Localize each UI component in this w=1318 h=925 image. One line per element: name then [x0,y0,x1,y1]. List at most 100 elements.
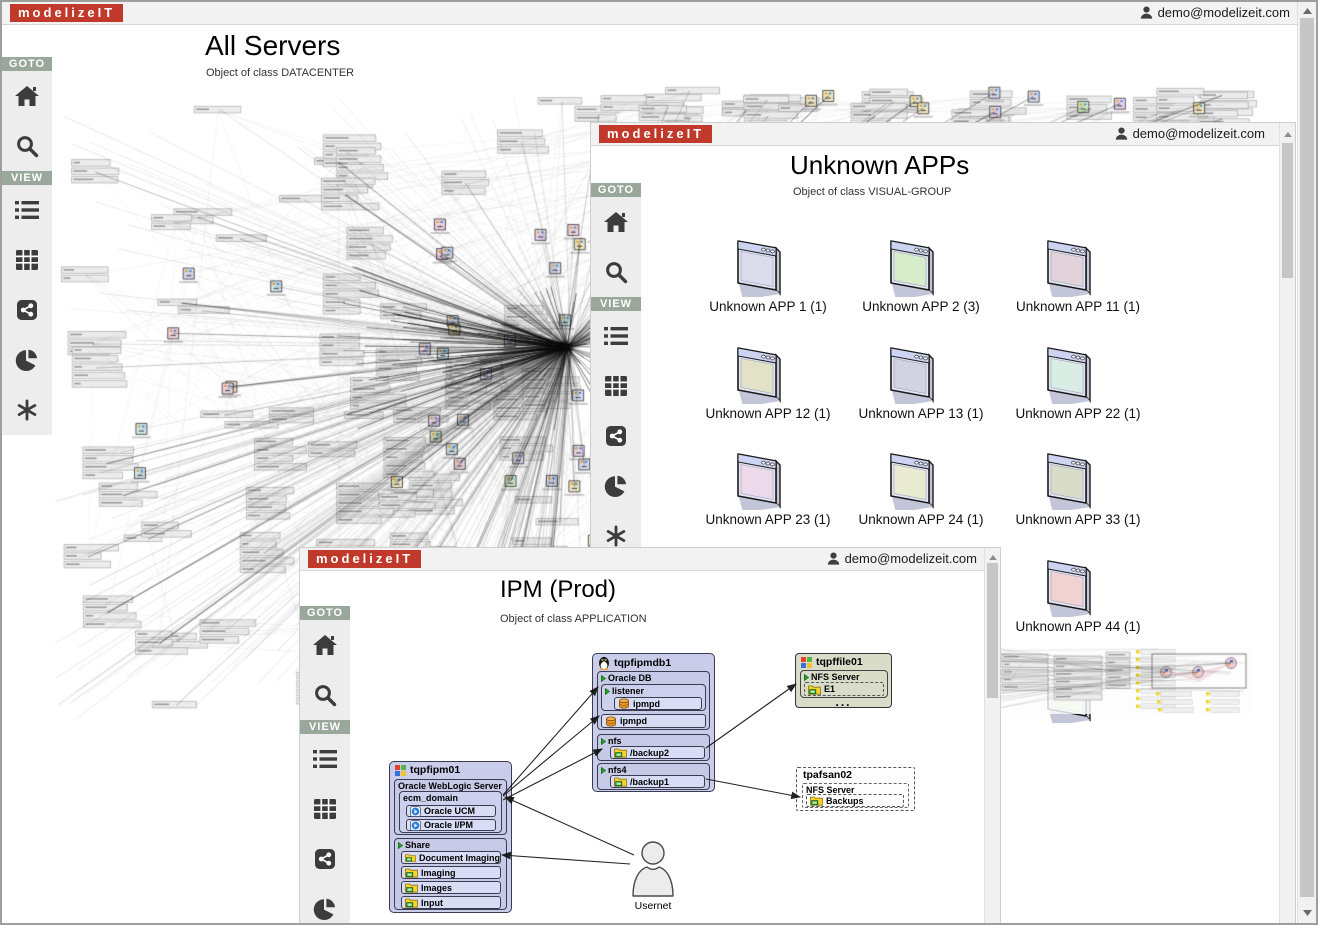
servers-graph-band-canvas[interactable] [1000,648,1252,714]
sidebar-list-view-button[interactable] [2,185,52,235]
app-item[interactable]: Unknown APP 2 (3) [832,231,992,314]
group-weblogic[interactable]: Oracle WebLogic Server ecm_domain Oracle… [394,779,507,835]
sidebar-home-button[interactable] [591,197,641,247]
sidebar-search-button[interactable] [591,247,641,297]
share-view-icon [17,300,37,320]
process-ipmpd[interactable]: ipmpd [601,714,706,728]
item-label: Oracle UCM [424,806,476,816]
person-icon [632,841,674,897]
group-oracle-db[interactable]: Oracle DB listener ipmpd ipmpd [597,671,710,730]
sidebar-pie-chart-button[interactable] [300,884,350,923]
app-label: Unknown APP 13 (1) [858,406,984,421]
scroll-up-button[interactable] [1280,127,1295,141]
app-item[interactable]: Unknown APP 33 (1) [989,444,1149,527]
group-nfs[interactable]: nfs /backup2 [597,734,710,761]
app-item[interactable]: Unknown APP 1 (1) [679,231,839,314]
sidebar-table-view-button[interactable] [591,361,641,411]
group-nfs-server[interactable]: NFS Server E1 [800,670,888,698]
usernet-actor[interactable] [627,840,679,898]
scroll-thumb[interactable] [1282,143,1293,278]
group-share[interactable]: Share Document Imaging Imaging Images In… [394,838,507,910]
app-label: Unknown APP 2 (3) [862,299,980,314]
share-images[interactable]: Images [401,881,501,894]
sidebar-section-view: VIEW [300,720,350,734]
server-node-tpafsan02[interactable]: tpafsan02 NFS Server Backups [796,767,915,811]
group-label: Oracle DB [608,673,652,683]
marker-icon [605,687,610,695]
scroll-up-button[interactable] [1298,4,1316,18]
play-icon [410,805,421,817]
page-subtitle: Object of class DATACENTER [206,67,355,79]
sidebar-pie-chart-button[interactable] [591,461,641,511]
sidebar-table-view-button[interactable] [2,235,52,285]
page-title: Unknown APPs [790,150,970,180]
group-listener[interactable]: listener ipmpd [601,684,706,711]
group-nfs-server[interactable]: NFS Server Backups [802,783,909,808]
scroll-up-button[interactable] [985,550,1000,564]
page-title: IPM (Prod) [500,576,617,603]
server-node-tqpfipmdb1[interactable]: tqpfipmdb1 Oracle DB listener ipmpd ipmp… [592,653,715,792]
group-label: listener [612,686,645,696]
sidebar-home-button[interactable] [300,620,350,670]
process-ipmpd[interactable]: ipmpd [614,697,702,710]
more-indicator[interactable]: ... [835,695,852,709]
brand-logo[interactable]: modelizeIT [599,125,713,143]
brand-logo[interactable]: modelizeIT [308,550,422,568]
main-scrollbar[interactable] [1297,2,1316,923]
group-ecm-domain[interactable]: ecm_domain Oracle UCM Oracle I/PM [399,791,502,833]
share-imaging[interactable]: Imaging [401,866,501,879]
scroll-thumb[interactable] [1300,18,1314,897]
user-icon [1140,6,1152,19]
sidebar-table-view-button[interactable] [300,784,350,834]
mount-backup2[interactable]: /backup2 [610,746,705,759]
user-email: demo@modelizeit.com [844,551,977,566]
unknown-apps-scrollbar[interactable] [1279,123,1295,923]
user-account-chip[interactable]: demo@modelizeit.com [827,551,977,566]
user-icon [827,552,839,565]
app-item[interactable]: Unknown APP 12 (1) [679,338,839,421]
group-label: NFS Server [806,785,855,795]
share-document-imaging[interactable]: Document Imaging [401,851,501,864]
brand-logo[interactable]: modelizeIT [10,4,124,22]
sidebar-search-button[interactable] [2,121,52,171]
mount-backup1[interactable]: /backup1 [610,775,705,788]
group-nfs4[interactable]: nfs4 /backup1 [597,763,710,790]
export-e1[interactable]: E1 [804,682,884,696]
sidebar-pie-chart-button[interactable] [2,335,52,385]
share-input[interactable]: Input [401,896,501,909]
export-backups[interactable]: Backups [806,794,904,807]
group-label: NFS Server [811,672,860,682]
marker-icon [398,841,403,849]
app-item[interactable]: Unknown APP 23 (1) [679,444,839,527]
usernet-label: Usernet [634,900,672,912]
sidebar-home-button[interactable] [2,71,52,121]
app-window-icon [737,347,781,404]
app-item[interactable]: Unknown APP 22 (1) [989,338,1149,421]
ipm-scrollbar[interactable] [984,548,1000,923]
scroll-thumb[interactable] [987,563,998,698]
app-item[interactable]: Unknown APP 44 (1) [989,551,1149,634]
sidebar-list-view-button[interactable] [300,734,350,784]
sidebar-list-view-button[interactable] [591,311,641,361]
group-label: nfs [608,736,622,746]
app-item[interactable]: Unknown APP 24 (1) [832,444,992,527]
sidebar-settings-button[interactable] [591,511,641,561]
user-account-chip[interactable]: demo@modelizeit.com [1140,5,1290,20]
server-node-tqpfipm01[interactable]: tqpfipm01 Oracle WebLogic Server ecm_dom… [389,761,512,913]
node-title: tqpfipmdb1 [614,657,672,669]
app-oracle-ucm[interactable]: Oracle UCM [406,805,496,817]
home-icon [604,212,628,232]
arrow-down-icon [1302,910,1312,916]
sidebar-share-view-button[interactable] [300,834,350,884]
app-item[interactable]: Unknown APP 11 (1) [989,231,1149,314]
server-node-tqpffile01[interactable]: tqpffile01 NFS Server E1 ... [795,653,892,709]
sidebar-share-view-button[interactable] [2,285,52,335]
sidebar-settings-button[interactable] [2,385,52,435]
user-account-chip[interactable]: demo@modelizeit.com [1115,126,1265,141]
sidebar-share-view-button[interactable] [591,411,641,461]
app-oracle-ipm[interactable]: Oracle I/PM [406,819,496,831]
linux-tux-icon [598,656,610,670]
app-item[interactable]: Unknown APP 13 (1) [832,338,992,421]
scroll-down-button[interactable] [1298,906,1316,920]
sidebar-search-button[interactable] [300,670,350,720]
